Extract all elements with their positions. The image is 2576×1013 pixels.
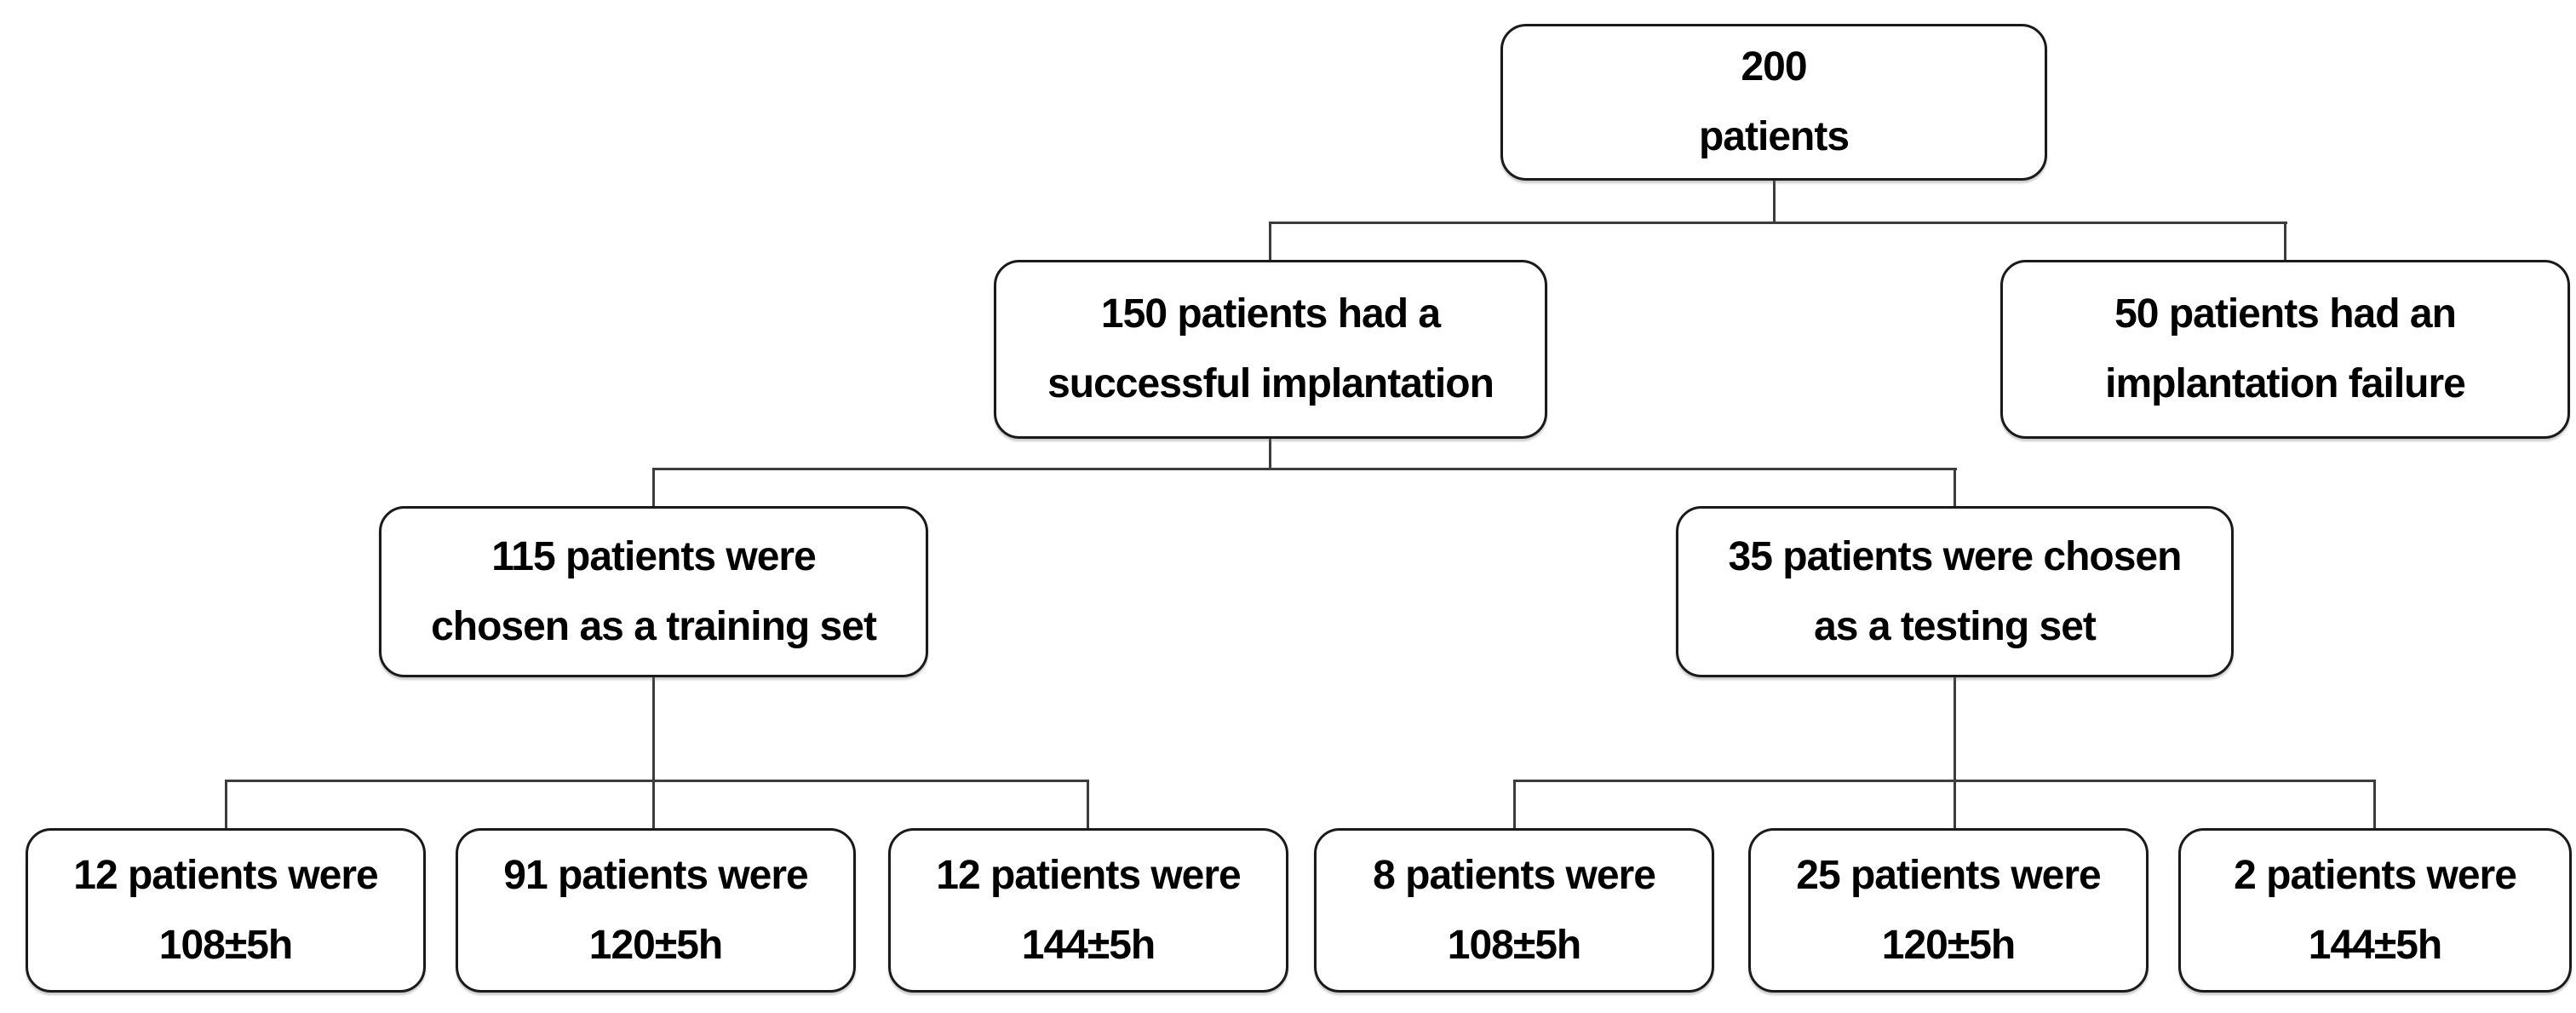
connector-success-stem — [1269, 439, 1271, 470]
connector-training-hbar — [225, 780, 1089, 782]
node-testing-108h: 8 patients were 108±5h — [1314, 828, 1714, 993]
connector-success-to-testing — [1954, 468, 1956, 509]
node-training-108h-line2: 108±5h — [158, 922, 293, 968]
node-testing-144h: 2 patients were 144±5h — [2178, 828, 2572, 993]
node-training-144h-line2: 144±5h — [1021, 922, 1156, 968]
node-training-set-line2: chosen as a training set — [431, 603, 877, 649]
node-training-144h-line1: 12 patients were — [936, 852, 1241, 898]
node-testing-144h-line1: 2 patients were — [2234, 852, 2517, 898]
connector-testing-to-108 — [1513, 780, 1516, 831]
connector-training-to-108 — [225, 780, 227, 831]
node-training-108h: 12 patients were 108±5h — [26, 828, 426, 993]
node-total-patients-line2: patients — [1698, 114, 1850, 159]
node-implantation-failure-line1: 50 patients had an — [2114, 291, 2457, 337]
node-training-set-line1: 115 patients were — [491, 533, 817, 579]
connector-success-hbar — [652, 468, 1957, 470]
connector-training-stem — [652, 677, 655, 831]
node-training-144h: 12 patients were 144±5h — [888, 828, 1288, 993]
node-total-patients: 200 patients — [1500, 24, 2047, 181]
node-implantation-failure: 50 patients had an implantation failure — [2000, 260, 2570, 439]
node-testing-set-line2: as a testing set — [1814, 603, 2097, 649]
connector-testing-hbar — [1513, 780, 2376, 782]
node-testing-120h-line1: 25 patients were — [1796, 852, 2101, 898]
node-successful-implantation: 150 patients had a successful implantati… — [994, 260, 1547, 439]
connector-total-stem — [1773, 181, 1776, 224]
node-training-120h-line2: 120±5h — [588, 922, 723, 968]
connector-success-to-training — [652, 468, 655, 509]
node-testing-120h: 25 patients were 120±5h — [1748, 828, 2149, 993]
node-training-set: 115 patients were chosen as a training s… — [379, 506, 928, 677]
node-training-108h-line1: 12 patients were — [73, 852, 378, 898]
node-training-120h: 91 patients were 120±5h — [456, 828, 856, 993]
node-implantation-failure-line2: implantation failure — [2105, 361, 2466, 406]
connector-training-to-144 — [1087, 780, 1089, 831]
connector-testing-to-144 — [2373, 780, 2376, 831]
node-training-120h-line1: 91 patients were — [503, 852, 808, 898]
node-testing-120h-line2: 120±5h — [1881, 922, 2016, 968]
node-testing-108h-line1: 8 patients were — [1373, 852, 1656, 898]
node-successful-implantation-line1: 150 patients had a — [1100, 291, 1441, 337]
connector-testing-stem — [1954, 677, 1956, 831]
node-successful-implantation-line2: successful implantation — [1047, 361, 1495, 406]
connector-total-hbar — [1269, 222, 2287, 224]
node-testing-set: 35 patients were chosen as a testing set — [1676, 506, 2234, 677]
node-testing-144h-line2: 144±5h — [2308, 922, 2442, 968]
node-testing-set-line1: 35 patients were chosen — [1728, 533, 2183, 579]
connector-total-to-success — [1269, 222, 1271, 262]
node-testing-108h-line2: 108±5h — [1447, 922, 1581, 968]
connector-total-to-failure — [2284, 222, 2286, 262]
node-total-patients-line1: 200 — [1741, 44, 1807, 89]
